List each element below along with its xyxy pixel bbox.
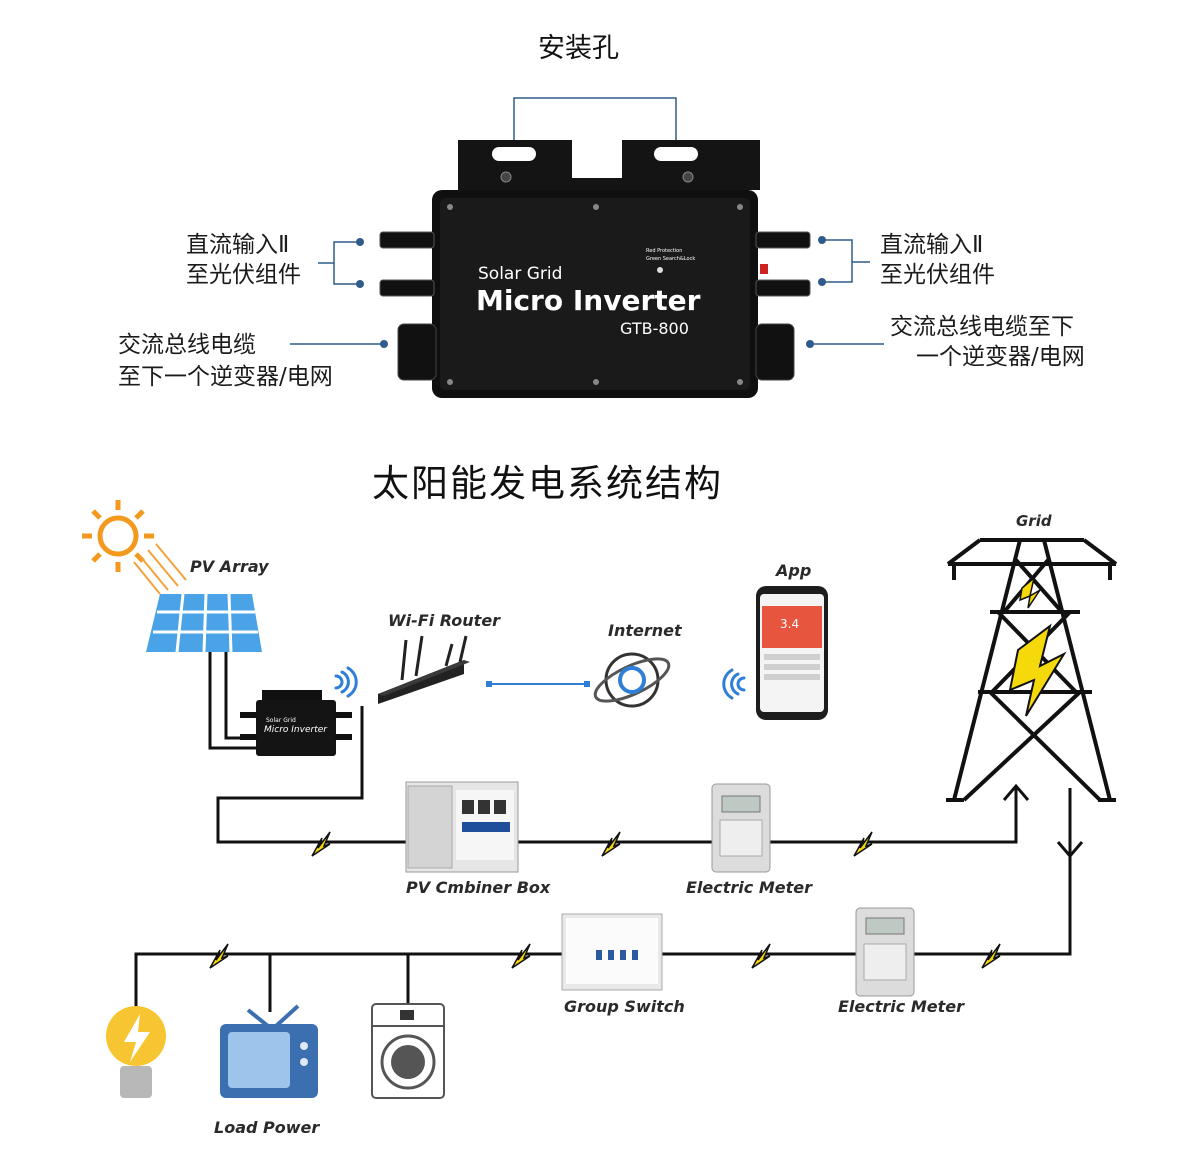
internet-label: Internet bbox=[608, 621, 683, 640]
electric-meter-1-label: Electric Meter bbox=[686, 878, 813, 897]
pv-combiner-label: PV Cmbiner Box bbox=[406, 878, 551, 897]
group-switch-icon bbox=[561, 913, 663, 991]
app-phone-icon bbox=[756, 586, 828, 720]
grid-label: Grid bbox=[1016, 512, 1052, 530]
light-bulb-icon bbox=[106, 1006, 166, 1098]
combiner-box-icon bbox=[405, 781, 519, 873]
micro-inverter-product bbox=[379, 140, 811, 398]
electric-meter-2-label: Electric Meter bbox=[838, 997, 965, 1016]
ac-bus-right-line2: 一个逆变器/电网 bbox=[916, 344, 1085, 370]
line-bolts bbox=[209, 831, 1001, 969]
dc-input-left-line1: 直流输入Ⅱ bbox=[186, 232, 290, 258]
ac-bus-left-line1: 交流总线电缆 bbox=[118, 332, 256, 358]
internet-icon bbox=[593, 652, 671, 708]
dc-input-right-line1: 直流输入Ⅱ bbox=[880, 232, 984, 258]
load-power-label: Load Power bbox=[214, 1118, 320, 1137]
dc-left-leaders bbox=[318, 241, 360, 285]
tower-bolt-large bbox=[1008, 623, 1067, 717]
sun-icon bbox=[82, 500, 154, 572]
electric-meter-2-icon bbox=[855, 907, 915, 997]
panel-wires bbox=[208, 652, 258, 750]
dc-right-leaders bbox=[822, 239, 870, 283]
tv-icon bbox=[220, 1004, 318, 1098]
dc-input-right-line2: 至光伏组件 bbox=[880, 262, 995, 288]
mini-inverter-name: Micro Inverter bbox=[264, 725, 328, 735]
app-label: App bbox=[774, 561, 811, 580]
mini-inverter-brand: Solar Grid bbox=[266, 717, 296, 724]
ac-bus-left-line2: 至下一个逆变器/电网 bbox=[118, 364, 333, 390]
dc-input-left-line2: 至光伏组件 bbox=[186, 262, 301, 288]
wifi-router-icon bbox=[378, 635, 470, 704]
mount-slot-left bbox=[492, 147, 536, 161]
ac-bus-right-line1: 交流总线电缆至下 bbox=[890, 314, 1074, 340]
group-switch-label: Group Switch bbox=[564, 997, 685, 1016]
wifi-router-label: Wi-Fi Router bbox=[388, 611, 501, 630]
device-brand-line: Solar Grid bbox=[478, 264, 562, 284]
mount-holes-label: 安装孔 bbox=[538, 33, 619, 64]
sun-rays-icon bbox=[133, 543, 187, 595]
electric-meter-1-icon bbox=[711, 783, 771, 873]
pv-array-label: PV Array bbox=[190, 557, 269, 576]
device-led-text-2: Green Search&Lock bbox=[646, 256, 695, 262]
mount-hole-leaders bbox=[513, 97, 677, 150]
device-led-text-1: Red Protection bbox=[646, 248, 682, 254]
device-name: Micro Inverter bbox=[476, 284, 701, 317]
phone-wifi-icon bbox=[722, 668, 746, 700]
mount-slot-right bbox=[654, 147, 698, 161]
device-model: GTB-800 bbox=[620, 319, 689, 338]
app-value: 3.4 bbox=[780, 617, 799, 631]
washing-machine-icon bbox=[371, 1003, 445, 1099]
pv-panel-icon bbox=[146, 593, 262, 653]
wifi-signal-icon bbox=[334, 666, 358, 698]
diagram-title: 太阳能发电系统结构 bbox=[372, 462, 723, 505]
mini-inverter-icon bbox=[240, 690, 352, 756]
tower-bolt-small bbox=[1019, 576, 1041, 609]
